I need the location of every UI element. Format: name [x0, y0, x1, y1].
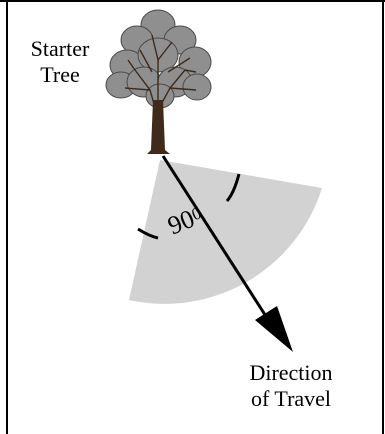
- tree-label: Starter Tree: [20, 36, 100, 88]
- direction-arrow-shaft: [161, 155, 271, 322]
- angle-arc-left: [137, 227, 159, 240]
- tree-label-line1: Starter: [30, 36, 90, 61]
- direction-label-line1: Direction: [249, 360, 333, 385]
- direction-label: Direction of Travel: [226, 360, 356, 412]
- arrow-head-icon: [255, 306, 293, 352]
- angle-arc-right: [225, 173, 241, 202]
- tree-label-line2: Tree: [40, 62, 80, 87]
- tree-icon: [105, 9, 212, 154]
- direction-label-line2: of Travel: [250, 386, 332, 411]
- search-sector: [129, 160, 322, 304]
